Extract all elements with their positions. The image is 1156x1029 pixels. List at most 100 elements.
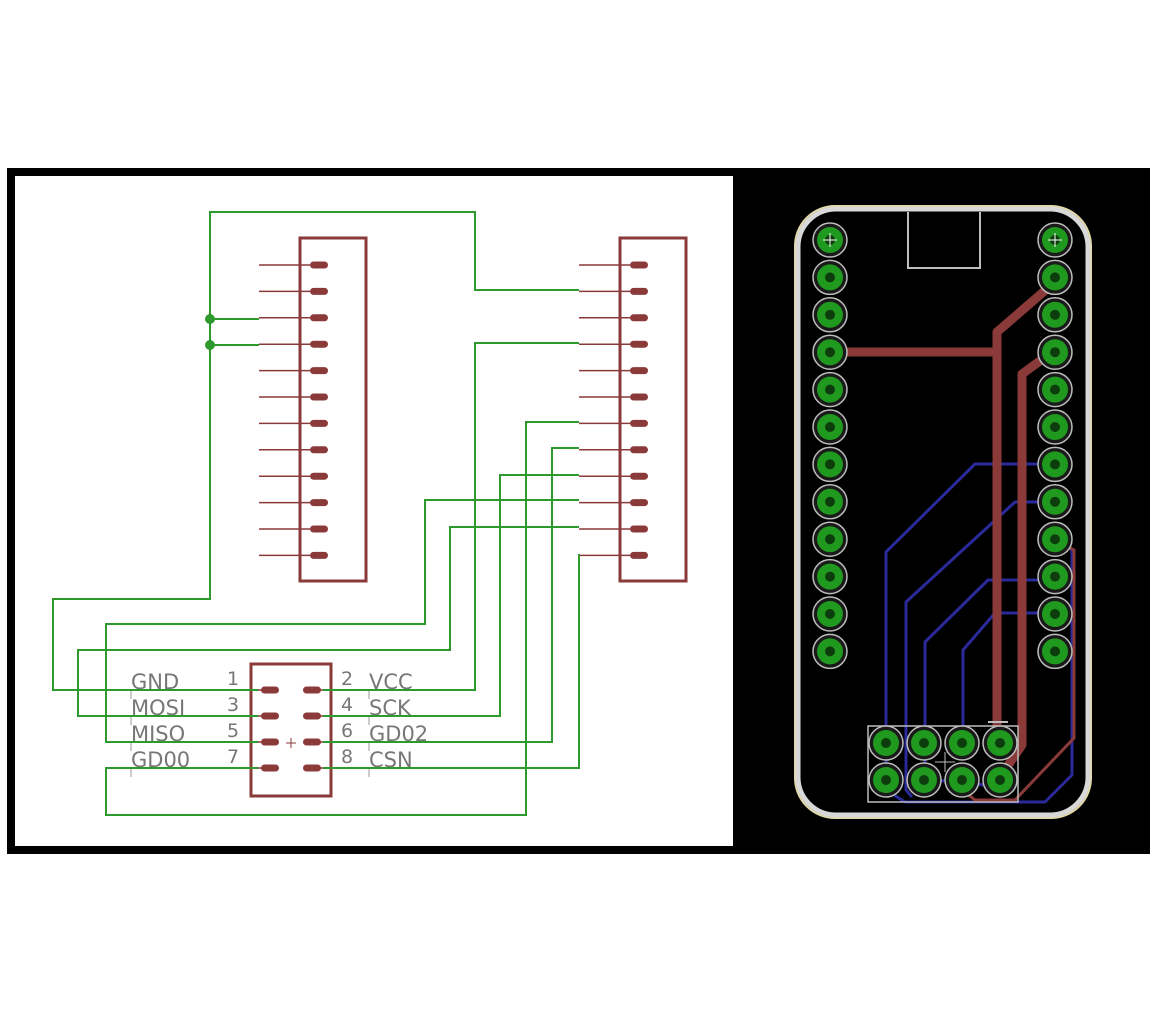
left-pad-10-hole	[825, 609, 835, 619]
right-header-pin-5	[630, 393, 648, 401]
right-pad-6-hole	[1050, 459, 1060, 470]
left-header-pin-8	[310, 472, 328, 480]
connector-pin-right-3	[303, 764, 321, 772]
left-header-pin-6	[310, 419, 328, 427]
right-pad-5-hole	[1050, 422, 1060, 432]
left-pad-2-hole	[825, 309, 835, 320]
connector-pin-left-1	[261, 712, 279, 720]
net-gd02	[323, 447, 579, 743]
net-gd00	[105, 421, 579, 816]
top-traces	[825, 277, 1060, 785]
left-header-pin-9	[310, 499, 328, 507]
pin-num-left-2: 5	[227, 720, 239, 742]
right-header-pin-9	[630, 499, 648, 507]
right-header-pin-7	[630, 446, 648, 454]
right-header-pin-2	[630, 314, 648, 322]
left-header-pin-3	[310, 340, 328, 348]
left-header-pin-4	[310, 367, 328, 375]
left-header-symbol	[298, 236, 368, 583]
net-sck	[323, 474, 579, 717]
left-pad-7-hole	[825, 496, 835, 507]
junction-2	[205, 340, 215, 350]
left-header-pin-10	[310, 525, 328, 533]
right-header-pads	[1037, 222, 1073, 670]
right-header-pin-0	[630, 261, 648, 269]
pin-num-left-3: 7	[227, 746, 239, 768]
right-pad-7-hole	[1050, 496, 1060, 507]
right-pad-0-origin	[1048, 233, 1062, 247]
radio-connector-symbol	[249, 662, 333, 798]
connector-origin-cross	[286, 738, 296, 748]
right-header-pins	[579, 261, 648, 559]
connector-pin-right-0	[303, 686, 321, 694]
left-header-pads	[812, 222, 848, 670]
connector-pin-right-1	[303, 712, 321, 720]
radio-footprint-outline	[867, 725, 1019, 803]
radio-pad-top-0-hole	[881, 738, 891, 748]
net-vcc	[323, 342, 579, 691]
left-header-pin-2	[310, 314, 328, 322]
pin-num-right-3: 8	[341, 746, 353, 768]
schematic-panel	[15, 176, 733, 846]
left-header-pin-5	[310, 393, 328, 401]
label-ticks	[130, 689, 370, 777]
radio-footprint-pads	[868, 725, 1018, 798]
pin-num-left-0: 1	[227, 668, 239, 690]
radio-pad-top-1-hole	[919, 738, 929, 748]
pin-num-right-1: 4	[341, 694, 353, 716]
right-header-pin-4	[630, 367, 648, 375]
right-pad-2-hole	[1050, 309, 1060, 320]
left-header-pin-11	[310, 551, 328, 559]
left-header-pin-0	[310, 261, 328, 269]
pin-num-left-1: 3	[227, 694, 239, 716]
radio-pad-bottom-1-hole	[919, 775, 929, 785]
left-pad-0-origin	[823, 233, 837, 247]
connector-pin-left-2	[261, 738, 279, 746]
right-pad-8-hole	[1050, 534, 1060, 545]
radio-pad-top-3-hole	[995, 738, 1005, 748]
left-pad-3-hole	[825, 347, 835, 358]
left-pad-8-hole	[825, 534, 835, 545]
left-pad-5-hole	[825, 422, 835, 432]
right-header-pin-6	[630, 419, 648, 427]
right-header-pin-1	[630, 287, 648, 295]
left-header-pin-1	[310, 287, 328, 295]
left-pad-6-hole	[825, 459, 835, 470]
radio-pad-bottom-0-hole	[881, 775, 891, 785]
left-header-pin-7	[310, 446, 328, 454]
left-pad-9-hole	[825, 571, 835, 582]
radio-footprint-origin	[935, 752, 955, 772]
right-header-pin-10	[630, 525, 648, 533]
top-trace-gnd-vertical	[992, 277, 1060, 750]
usb-outline	[907, 212, 981, 269]
schematic: GND MOSI MISO GD00 1 3 5 7 2 4 6 8 VCC S…	[52, 211, 688, 816]
radio-pad-bottom-3-hole	[995, 775, 1005, 785]
right-pad-11-hole	[1050, 646, 1060, 657]
bottom-trace-1	[884, 462, 1074, 804]
board-outline-outer	[794, 205, 1092, 819]
net-miso	[105, 499, 579, 743]
right-header-pin-3	[630, 340, 648, 348]
connector-pin-left-3	[261, 764, 279, 772]
board-outline	[795, 206, 1091, 818]
pin-num-right-2: 6	[341, 720, 353, 742]
right-pad-9-hole	[1050, 571, 1060, 582]
right-header-pin-8	[630, 472, 648, 480]
left-pad-4-hole	[825, 384, 835, 395]
connector-pin-left-0	[261, 686, 279, 694]
board-view	[794, 205, 1092, 819]
radio-pad-bottom-2-hole	[957, 775, 967, 785]
junction-1	[205, 314, 215, 324]
right-pad-4-hole	[1050, 384, 1060, 395]
net-gnd	[52, 318, 259, 691]
right-pad-10-hole	[1050, 609, 1060, 619]
right-header-symbol	[618, 236, 688, 583]
net-csn	[323, 554, 580, 769]
net-gnd-branch-top	[209, 211, 579, 319]
connector-pin-right-2	[303, 738, 321, 746]
radio-pad-top-2-hole	[957, 738, 967, 748]
right-pad-1-hole	[1050, 272, 1060, 283]
top-trace-vcc	[993, 345, 1060, 785]
left-pad-1-hole	[825, 272, 835, 283]
